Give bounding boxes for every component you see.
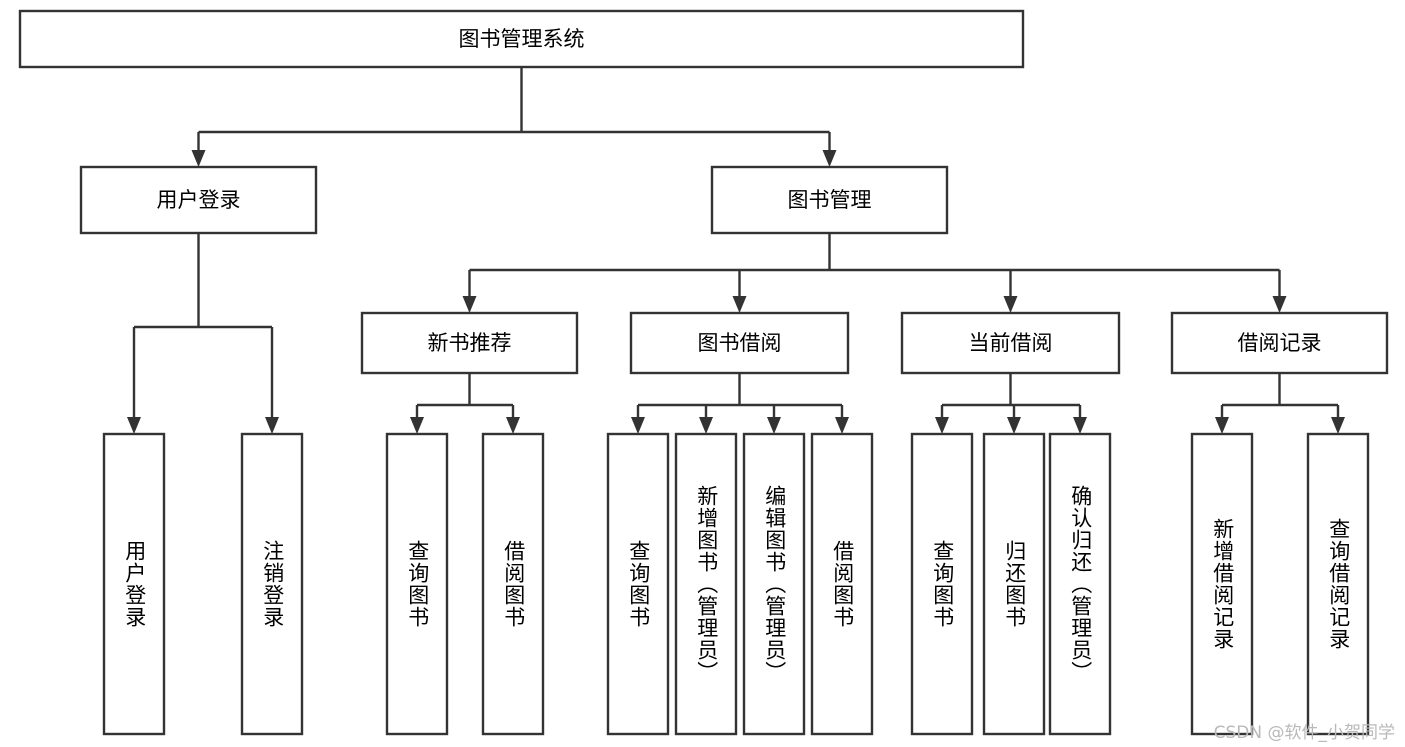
node-leaf-query-record[interactable]: [1306, 432, 1370, 736]
node-label-new-book-recommend: 新书推荐: [428, 331, 512, 355]
node-label-user-login: 用户登录: [157, 188, 241, 212]
node-boxes: [18, 9, 1389, 736]
arrow-head: [506, 417, 520, 434]
node-label-undefined: 图书管理系统: [459, 27, 585, 51]
node-leaf-user-login[interactable]: [102, 432, 166, 736]
arrow-head: [1007, 417, 1021, 434]
arrow-head: [1215, 417, 1229, 434]
node-current-borrow[interactable]: [900, 311, 1121, 375]
node-book-borrow[interactable]: [629, 311, 850, 375]
arrow-head: [935, 417, 949, 434]
node-leaf-confirm-return[interactable]: [1048, 432, 1112, 736]
arrow-head: [835, 417, 849, 434]
arrow-head: [127, 417, 141, 434]
arrow-head: [631, 417, 645, 434]
watermark-text: CSDN @软件_小贺同学: [1213, 723, 1395, 743]
node-user-login[interactable]: [79, 165, 318, 235]
node-leaf-query-book-2[interactable]: [606, 432, 670, 736]
arrow-head: [699, 417, 713, 434]
arrow-head: [462, 296, 477, 313]
node-label-book-borrow: 图书借阅: [698, 331, 782, 355]
arrow-head: [1073, 417, 1087, 434]
arrow-head: [1272, 296, 1287, 313]
node-label-borrow-record: 借阅记录: [1238, 331, 1322, 355]
node-leaf-logout[interactable]: [240, 432, 304, 736]
node-leaf-edit-book[interactable]: [742, 432, 806, 736]
arrow-head: [1331, 417, 1345, 434]
node-undefined[interactable]: [18, 9, 1025, 69]
node-book-manage[interactable]: [710, 165, 949, 235]
node-leaf-query-book-1[interactable]: [385, 432, 449, 736]
node-new-book-recommend[interactable]: [360, 311, 579, 375]
arrow-head: [1003, 296, 1018, 313]
arrow-head: [822, 150, 837, 167]
node-leaf-add-book[interactable]: [674, 432, 738, 736]
arrow-head: [265, 417, 279, 434]
connector-lines: [127, 67, 1345, 434]
node-label-book-manage: 图书管理: [788, 188, 872, 212]
arrow-head: [732, 296, 747, 313]
node-leaf-return-book[interactable]: [982, 432, 1046, 736]
node-leaf-query-book-3[interactable]: [910, 432, 974, 736]
node-label-current-borrow: 当前借阅: [969, 331, 1053, 355]
arrow-head: [191, 150, 206, 167]
arrow-head: [767, 417, 781, 434]
node-leaf-borrow-book-2[interactable]: [810, 432, 874, 736]
arrow-head: [410, 417, 424, 434]
node-borrow-record[interactable]: [1170, 311, 1389, 375]
node-leaf-add-record[interactable]: [1190, 432, 1254, 736]
node-leaf-borrow-book-1[interactable]: [481, 432, 545, 736]
